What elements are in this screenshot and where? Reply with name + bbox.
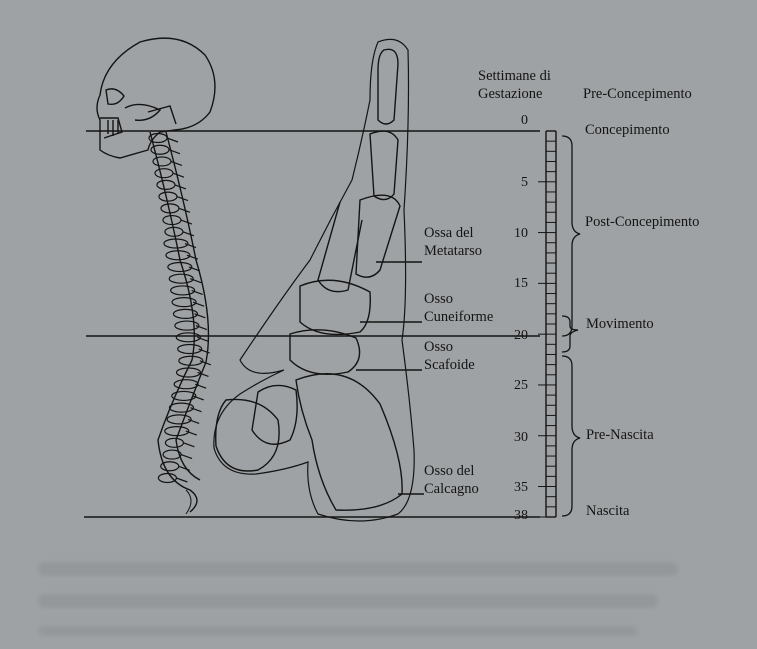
vertebra-process: [184, 242, 197, 249]
tick-label: 30: [514, 430, 528, 445]
vertebra-process: [166, 137, 179, 143]
vertebra: [157, 472, 177, 484]
vertebra-process: [192, 301, 205, 307]
vertebra: [168, 402, 195, 413]
vertebra: [164, 426, 190, 437]
vertebra-process: [194, 383, 207, 389]
stage-birth: Nascita: [586, 503, 630, 519]
vertebra: [171, 297, 197, 308]
tick-label: 20: [514, 328, 528, 343]
vertebra: [160, 461, 180, 472]
vertebra: [165, 250, 191, 261]
vertebra-process: [180, 219, 193, 225]
vertebra-process: [199, 360, 212, 366]
stage-movement: Movimento: [586, 316, 654, 332]
tick-label: 15: [514, 276, 528, 291]
vertebra-process: [178, 207, 191, 213]
tick-label: 0: [521, 113, 528, 128]
vertebra-process: [174, 184, 187, 190]
spine-icon: [148, 131, 212, 515]
vertebra: [162, 449, 182, 460]
vertebra: [173, 379, 199, 390]
vertebra-process: [176, 477, 188, 483]
vertebra-process: [197, 371, 209, 378]
vertebra: [170, 285, 196, 296]
vertebra: [175, 367, 202, 378]
vertebra: [166, 414, 192, 425]
vertebra: [177, 343, 203, 355]
vertebra-process: [190, 407, 202, 413]
label-metatarsal-1: Ossa del: [424, 225, 474, 241]
label-scaphoid-2: Scafoide: [424, 357, 475, 373]
stage-pre-conception: Pre-Concepimento: [583, 86, 692, 102]
vertebra: [164, 437, 185, 448]
axis-title-line1: Settimane di: [478, 68, 551, 84]
vertebra: [158, 191, 178, 202]
blurred-caption-line: [38, 594, 658, 608]
tick-label: 5: [521, 175, 528, 190]
tick-label: 38: [514, 508, 528, 523]
label-metatarsal-2: Metatarso: [424, 243, 482, 259]
tick-label: 10: [514, 226, 528, 241]
stage-braces: [561, 135, 581, 517]
tick-label: 25: [514, 378, 528, 393]
vertebra: [167, 261, 193, 273]
label-calcaneus-1: Osso del: [424, 463, 475, 479]
vertebra: [178, 355, 204, 366]
vertebra: [174, 320, 200, 331]
vertebra-process: [191, 289, 203, 295]
vertebra: [152, 156, 172, 167]
vertebra-process: [197, 336, 209, 342]
vertebra-process: [182, 231, 195, 237]
blurred-caption-line: [38, 626, 638, 636]
vertebra-process: [172, 172, 185, 178]
vertebra-process: [194, 313, 206, 319]
vertebra-process: [190, 278, 202, 284]
stage-post-conception: Post-Concepimento: [585, 214, 700, 230]
foot-icon: [213, 38, 415, 522]
vertebra: [168, 273, 194, 284]
vertebra-process: [170, 160, 183, 167]
vertebra: [156, 179, 176, 190]
axis-title-line2: Gestazione: [478, 86, 543, 102]
blurred-caption-line: [38, 562, 678, 576]
vertebra-process: [180, 453, 193, 460]
gestation-ruler: [538, 130, 557, 518]
tick-label: 35: [514, 480, 528, 495]
vertebra-process: [188, 266, 201, 272]
vertebra-process: [176, 196, 189, 202]
vertebra-process: [183, 442, 195, 448]
stage-conception: Concepimento: [585, 122, 670, 138]
vertebra: [175, 332, 201, 343]
label-calcaneus-2: Calcagno: [424, 481, 479, 497]
label-cuneiform-1: Osso: [424, 291, 454, 307]
vertebra-process: [186, 254, 199, 260]
vertebra: [150, 144, 170, 155]
vertebra-process: [178, 465, 190, 471]
vertebra-process: [195, 325, 208, 331]
vertebra-process: [185, 430, 197, 436]
vertebra-process: [187, 418, 200, 424]
vertebra-process: [198, 348, 210, 354]
vertebra: [171, 390, 197, 402]
vertebra-process: [192, 395, 205, 401]
vertebra: [172, 308, 199, 319]
label-cuneiform-2: Cuneiforme: [424, 309, 494, 325]
vertebra-process: [168, 149, 181, 155]
vertebra: [154, 168, 174, 179]
vertebra: [163, 238, 189, 249]
label-scaphoid-1: Osso: [424, 339, 454, 355]
skull-icon: [96, 37, 216, 159]
stage-pre-birth: Pre-Nascita: [586, 427, 654, 443]
